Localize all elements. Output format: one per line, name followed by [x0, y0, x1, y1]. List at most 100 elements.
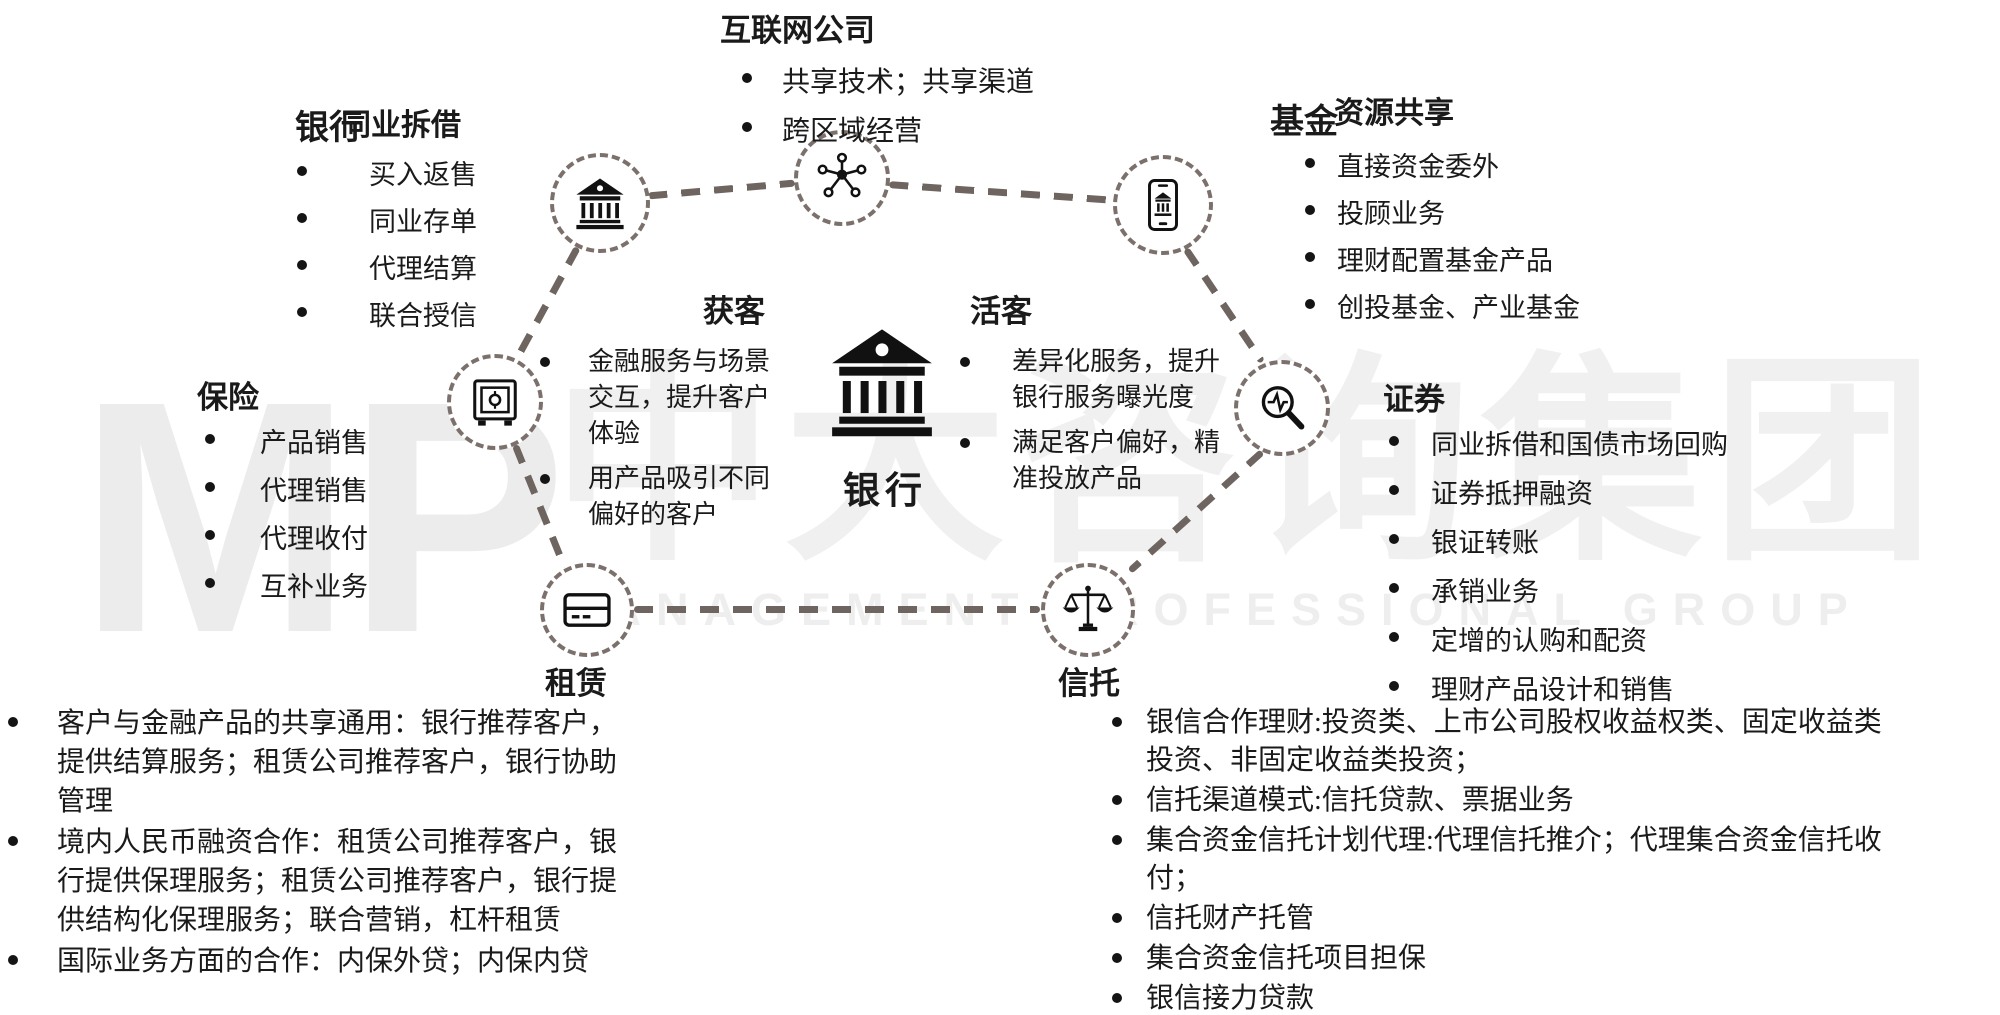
bullet-dot — [1112, 953, 1122, 963]
section-interbank: 银行同业拆借 买入返售 同业存单 代理结算 联合授信 — [295, 100, 477, 341]
list-item: 创投基金、产业基金 — [1270, 286, 1580, 325]
bullet-dot — [1305, 158, 1315, 168]
bullet-dot — [297, 307, 307, 317]
list-item: 同业拆借和国债市场回购 — [1383, 423, 1728, 462]
bullet-dot — [1305, 299, 1315, 309]
list-item: 证券抵押融资 — [1383, 472, 1728, 511]
list-item: 代理销售 — [197, 469, 368, 508]
bullet-dot — [1112, 913, 1122, 923]
node-interbank — [550, 153, 650, 253]
bullet-dot — [297, 260, 307, 270]
node-fund — [1113, 155, 1213, 255]
list-item: 国际业务方面的合作：内保外贷；内保内贷 — [8, 942, 637, 981]
bullet-dot — [1389, 681, 1399, 691]
list-item: 银信合作理财:投资类、上市公司股权收益权类、固定收益类投资、非固定收益类投资； — [1112, 704, 1886, 780]
bullet-dot — [205, 578, 215, 588]
list-item: 信托渠道模式:信托贷款、票据业务 — [1112, 782, 1886, 820]
bullet-dot — [960, 357, 970, 367]
bullet-dot — [1112, 993, 1122, 1003]
node-leasing — [540, 563, 634, 657]
list-item: 集合资金信托项目担保 — [1112, 940, 1886, 978]
section-title: 基金资源共享 — [1270, 94, 1580, 143]
safe-box-icon — [468, 375, 522, 429]
bullet-dot — [540, 474, 550, 484]
bullet-dot — [1112, 717, 1122, 727]
node-trust — [1041, 563, 1135, 657]
bullet-dot — [1389, 534, 1399, 544]
central-bank-label: 银行 — [843, 471, 927, 512]
list-item: 互补业务 — [197, 565, 368, 604]
trust-title: 信托 — [1058, 666, 1120, 701]
list-item: 信托财产托管 — [1112, 900, 1886, 938]
bullet-dot — [540, 357, 550, 367]
bullet-dot — [297, 213, 307, 223]
list-item: 产品销售 — [197, 421, 368, 460]
list-item: 客户与金融产品的共享通用：银行推荐客户，提供结算服务；租赁公司推荐客户，银行协助… — [8, 704, 637, 821]
section-internet-company: 互联网公司 共享技术；共享渠道 跨区域经营 — [720, 5, 1034, 158]
list-item: 金融服务与场景交互，提升客户体验 — [540, 344, 790, 452]
node-internet-company — [794, 130, 890, 226]
acquire-title: 获客 — [703, 294, 765, 329]
bullet-dot — [205, 434, 215, 444]
leasing-title: 租赁 — [545, 666, 607, 701]
title-rest-part: 资源共享 — [1334, 97, 1454, 130]
section-securities: 证券 同业拆借和国债市场回购 证券抵押融资 银证转账 承销业务 定增的认购和配资… — [1383, 374, 1728, 717]
bullet-dot — [1389, 485, 1399, 495]
list-item: 集合资金信托计划代理:代理信托推介；代理集合资金信托收付； — [1112, 822, 1886, 898]
balance-scales-icon — [1061, 583, 1115, 637]
list-item: 理财产品设计和销售 — [1383, 668, 1728, 707]
list-item: 理财配置基金产品 — [1270, 239, 1580, 278]
section-trust: 银信合作理财:投资类、上市公司股权收益权类、固定收益类投资、非固定收益类投资； … — [1112, 704, 1886, 1015]
list-item: 买入返售 — [295, 153, 477, 192]
connector-leasing-trust — [634, 606, 1040, 613]
node-securities — [1234, 360, 1330, 456]
bullet-dot — [1112, 795, 1122, 805]
bullet-dot — [742, 122, 752, 132]
bullet-dot — [1305, 205, 1315, 215]
section-title: 银行同业拆借 — [295, 100, 477, 149]
list-item: 银证转账 — [1383, 521, 1728, 560]
node-insurance — [447, 354, 543, 450]
section-leasing: 客户与金融产品的共享通用：银行推荐客户，提供结算服务；租赁公司推荐客户，银行协助… — [8, 704, 637, 983]
bullet-dot — [1389, 583, 1399, 593]
list-item: 直接资金委外 — [1270, 145, 1580, 184]
list-item: 投顾业务 — [1270, 192, 1580, 231]
mobile-banking-icon — [1136, 178, 1190, 232]
bullet-dot — [8, 717, 18, 727]
bullet-dot — [1389, 436, 1399, 446]
list-item: 代理结算 — [295, 247, 477, 286]
section-fund: 基金资源共享 直接资金委外 投顾业务 理财配置基金产品 创投基金、产业基金 — [1270, 94, 1580, 333]
activate-title: 活客 — [970, 294, 1032, 329]
title-rest-part: 同业拆借 — [341, 109, 461, 142]
section-title: 互联网公司 — [720, 13, 875, 48]
pulse-magnifier-icon — [1255, 381, 1309, 435]
bullet-dot — [1112, 835, 1122, 845]
bullet-dot — [742, 73, 752, 83]
list-item: 联合授信 — [295, 294, 477, 333]
network-nodes-icon — [815, 151, 869, 205]
bullet-dot — [205, 482, 215, 492]
connector-internet-fund — [889, 181, 1115, 204]
section-title: 证券 — [1383, 382, 1445, 417]
list-item: 同业存单 — [295, 200, 477, 239]
central-bank-icon — [823, 324, 941, 438]
title-bold-part: 银行 — [295, 110, 363, 147]
list-item: 跨区域经营 — [720, 109, 1034, 149]
bank-building-icon — [573, 176, 627, 230]
list-item: 境内人民币融资合作：租赁公司推荐客户，银行提供保理服务；租赁公司推荐客户，银行提… — [8, 823, 637, 940]
title-bold-part: 基金 — [1270, 104, 1338, 141]
bullet-dot — [8, 836, 18, 846]
connector-interbank-internet — [647, 179, 796, 200]
list-item: 用产品吸引不同偏好的客户 — [540, 461, 790, 533]
list-item: 共享技术；共享渠道 — [720, 60, 1034, 100]
bullet-dot — [205, 530, 215, 540]
list-item: 定增的认购和配资 — [1383, 619, 1728, 658]
bullet-dot — [1389, 632, 1399, 642]
bullet-dot — [297, 166, 307, 176]
list-item: 满足客户偏好，精准投放产品 — [960, 425, 1226, 497]
activate-list: 差异化服务，提升银行服务曝光度 满足客户偏好，精准投放产品 — [960, 344, 1226, 506]
acquire-list: 金融服务与场景交互，提升客户体验 用产品吸引不同偏好的客户 — [540, 344, 790, 542]
list-item: 承销业务 — [1383, 570, 1728, 609]
list-item: 银信接力贷款 — [1112, 980, 1886, 1015]
